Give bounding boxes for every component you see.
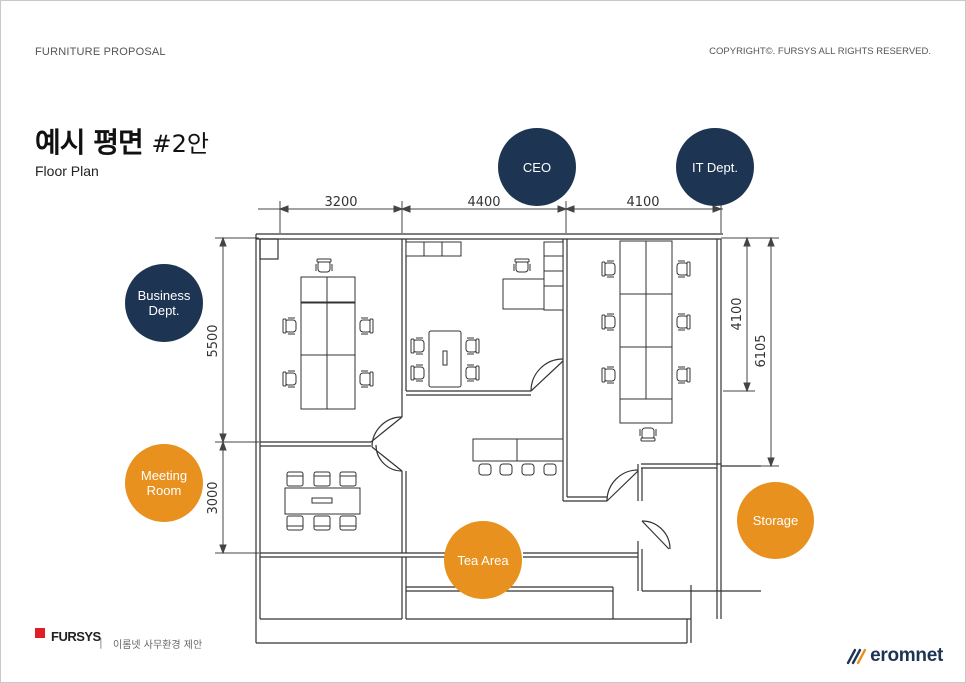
business-desks — [300, 276, 356, 410]
label-it-dept: IT Dept. — [676, 128, 754, 206]
eromnet-logo-text: eromnet — [870, 645, 943, 666]
title-main: 예시 평면 — [35, 126, 144, 159]
fursys-logo-text: FURSYS — [51, 629, 101, 644]
fursys-logo: FURSYS — [35, 627, 101, 644]
dimension-lines — [215, 201, 779, 555]
tea-counter — [472, 438, 564, 462]
label-tea-area: Tea Area — [444, 521, 522, 599]
dimension-values: 3200 4400 4100 5500 3000 4100 6105 — [206, 195, 769, 515]
eromnet-stripes-icon — [846, 648, 867, 665]
title-suffix: #2안 — [151, 130, 210, 158]
it-desks — [619, 240, 673, 424]
label-business-dept: Business Dept. — [125, 264, 203, 342]
page-subtitle: Floor Plan — [35, 163, 99, 179]
meeting-table — [284, 487, 361, 515]
dim-left-1: 5500 — [206, 324, 221, 357]
page-title: 예시 평면 #2안 — [35, 121, 209, 161]
dim-right-1: 4100 — [730, 297, 745, 330]
ceo-furniture — [405, 241, 564, 388]
dim-left-2: 3000 — [206, 481, 221, 514]
fursys-mark-icon — [35, 627, 45, 638]
eromnet-logo: eromnet — [846, 645, 943, 667]
dim-right-2: 6105 — [754, 334, 769, 367]
label-storage: Storage — [737, 482, 814, 559]
label-meeting-room: Meeting Room — [125, 444, 203, 522]
header-title: FURNITURE PROPOSAL — [35, 46, 166, 58]
tea-stools — [478, 463, 557, 476]
dim-top-1: 3200 — [324, 195, 357, 210]
label-ceo: CEO — [498, 128, 576, 206]
footer-caption: 이롬넷 사무환경 제안 — [113, 640, 203, 651]
dim-top-2: 4400 — [467, 195, 500, 210]
dim-top-3: 4100 — [626, 195, 659, 210]
copyright-text: COPYRIGHT©. FURSYS ALL RIGHTS RESERVED. — [709, 46, 931, 57]
footer-separator: | — [99, 636, 103, 649]
